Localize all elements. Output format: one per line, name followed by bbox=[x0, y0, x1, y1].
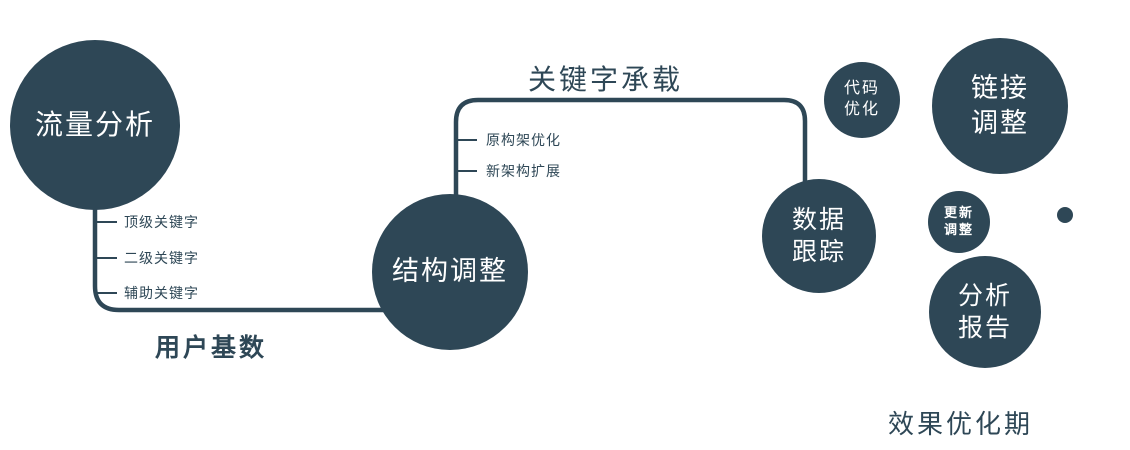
node-traffic-analysis: 流量分析 bbox=[10, 40, 180, 210]
branch-label-aux-keyword: 辅助关键字 bbox=[124, 285, 199, 301]
node-data-tracking-label: 数据跟踪 bbox=[791, 205, 846, 267]
node-link-adjustment-label: 链接调整 bbox=[971, 72, 1029, 138]
node-update-adjustment-label: 更新调整 bbox=[943, 205, 974, 237]
node-structure-adjustment: 结构调整 bbox=[372, 194, 528, 350]
connector-structure-to-data bbox=[453, 97, 808, 200]
node-structure-adjustment-label: 结构调整 bbox=[392, 256, 508, 287]
node-code-optimization: 代码优化 bbox=[824, 62, 900, 138]
node-traffic-analysis-label: 流量分析 bbox=[34, 108, 155, 140]
connector-traffic-to-structure bbox=[92, 195, 386, 313]
node-link-adjustment: 链接调整 bbox=[932, 38, 1068, 174]
node-update-adjustment: 更新调整 bbox=[928, 191, 990, 253]
bullet-dot bbox=[1057, 207, 1073, 223]
node-data-tracking: 数据跟踪 bbox=[762, 179, 876, 293]
branch-label-new-arch: 新架构扩展 bbox=[486, 163, 561, 179]
node-code-optimization-label: 代码优化 bbox=[843, 80, 880, 118]
caption-effect-optimization: 效果优化期 bbox=[888, 409, 1034, 439]
node-analysis-report-label: 分析报告 bbox=[957, 281, 1012, 343]
edge-label-keyword-carrying: 关键字承载 bbox=[528, 64, 684, 95]
branch-label-top-keyword: 顶级关键字 bbox=[124, 214, 199, 230]
branch-label-original-arch: 原构架优化 bbox=[486, 132, 561, 148]
node-analysis-report: 分析报告 bbox=[929, 256, 1041, 368]
branch-label-second-keyword: 二级关键字 bbox=[124, 250, 199, 266]
edge-label-user-base: 用户基数 bbox=[155, 334, 268, 362]
